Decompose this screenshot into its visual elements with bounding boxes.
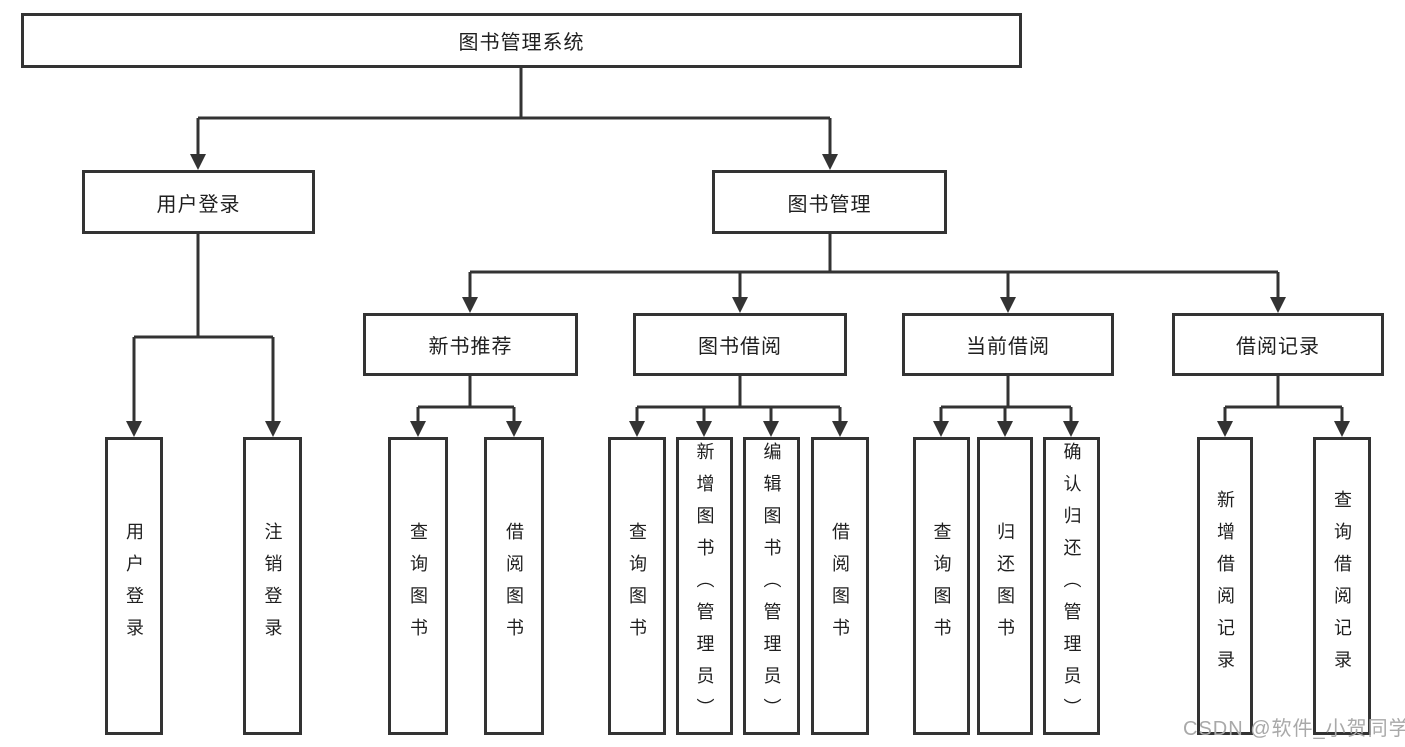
arrow-to-new-book-recommend (462, 272, 478, 313)
leaf-return-book-label: 归还图书 (995, 522, 1015, 650)
connector-book-borrow-split (637, 405, 840, 409)
node-current-borrow-label: 当前借阅 (966, 336, 1050, 358)
node-book-borrow-label: 图书借阅 (698, 336, 782, 358)
arrow-to-leaf-query-borrow-record (1334, 407, 1350, 437)
arrow-to-leaf-add-book (696, 407, 712, 437)
node-current-borrow: 当前借阅 (902, 313, 1114, 376)
leaf-query-borrow-record-label: 查询借阅记录 (1332, 490, 1352, 682)
leaf-borrow-books-1: 借阅图书 (484, 437, 544, 735)
csdn-watermark: CSDN @软件_小贺同学 (1183, 718, 1405, 740)
connector-root-split (198, 116, 830, 120)
arrow-to-leaf-query-books-3 (933, 407, 949, 437)
arrow-to-book-borrow (732, 272, 748, 313)
connector-new-book-recommend-split (418, 405, 514, 409)
node-user-login: 用户登录 (82, 170, 315, 234)
leaf-query-books-2-label: 查询图书 (627, 522, 647, 650)
arrow-to-leaf-borrow-books-1 (506, 407, 522, 437)
leaf-borrow-books-2: 借阅图书 (811, 437, 869, 735)
arrow-to-leaf-return-book (997, 407, 1013, 437)
connector-book-management-stem (828, 234, 832, 272)
arrow-to-borrow-records (1270, 272, 1286, 313)
leaf-confirm-return: 确认归还（管理员） (1043, 437, 1100, 735)
connector-new-book-recommend-stem (468, 376, 472, 407)
connector-book-borrow-stem (738, 376, 742, 407)
leaf-return-book: 归还图书 (977, 437, 1033, 735)
arrow-to-leaf-add-borrow-record (1217, 407, 1233, 437)
leaf-edit-book-label: 编辑图书（管理员） (761, 442, 782, 730)
leaf-query-books-1: 查询图书 (388, 437, 448, 735)
node-root-label: 图书管理系统 (458, 32, 585, 54)
connector-user-login-split (134, 335, 273, 339)
leaf-user-login-label: 用户登录 (124, 522, 144, 650)
arrow-to-user-login (190, 118, 206, 170)
connector-current-borrow-stem (1006, 376, 1010, 407)
arrow-to-leaf-query-books-1 (410, 407, 426, 437)
connector-borrow-records-split (1225, 405, 1342, 409)
leaf-query-books-1-label: 查询图书 (408, 522, 428, 650)
node-new-book-recommend: 新书推荐 (363, 313, 578, 376)
node-new-book-recommend-label: 新书推荐 (428, 336, 513, 358)
arrow-to-leaf-query-books-2 (629, 407, 645, 437)
arrow-to-leaf-logout (265, 337, 281, 437)
leaf-confirm-return-label: 确认归还（管理员） (1061, 442, 1082, 730)
leaf-query-books-3-label: 查询图书 (931, 522, 952, 650)
arrow-to-leaf-user-login (126, 337, 142, 437)
connector-borrow-records-stem (1276, 376, 1280, 407)
leaf-query-borrow-record: 查询借阅记录 (1313, 437, 1371, 735)
node-borrow-records-label: 借阅记录 (1236, 336, 1320, 358)
arrow-to-current-borrow (1000, 272, 1016, 313)
leaf-query-books-2: 查询图书 (608, 437, 666, 735)
arrow-to-leaf-borrow-books-2 (832, 407, 848, 437)
leaf-add-book: 新增图书（管理员） (676, 437, 733, 735)
node-user-login-label: 用户登录 (156, 193, 241, 216)
node-book-management: 图书管理 (712, 170, 947, 234)
leaf-logout-label: 注销登录 (262, 522, 283, 650)
leaf-add-borrow-record-label: 新增借阅记录 (1215, 490, 1235, 682)
arrow-to-leaf-edit-book (763, 407, 779, 437)
connector-root-stem (519, 68, 523, 119)
node-borrow-records: 借阅记录 (1172, 313, 1384, 376)
arrow-to-leaf-confirm-return (1063, 407, 1079, 437)
leaf-edit-book: 编辑图书（管理员） (743, 437, 800, 735)
node-book-management-label: 图书管理 (787, 193, 872, 216)
connector-book-management-split (470, 270, 1278, 274)
connector-user-login-stem (196, 234, 200, 337)
node-root: 图书管理系统 (21, 13, 1022, 68)
arrow-to-book-management (822, 118, 838, 170)
leaf-borrow-books-1-label: 借阅图书 (504, 522, 524, 650)
leaf-query-books-3: 查询图书 (913, 437, 970, 735)
leaf-borrow-books-2-label: 借阅图书 (830, 522, 850, 650)
leaf-logout: 注销登录 (243, 437, 302, 735)
node-book-borrow: 图书借阅 (633, 313, 847, 376)
leaf-user-login: 用户登录 (105, 437, 163, 735)
leaf-add-borrow-record: 新增借阅记录 (1197, 437, 1253, 735)
leaf-add-book-label: 新增图书（管理员） (694, 442, 715, 730)
